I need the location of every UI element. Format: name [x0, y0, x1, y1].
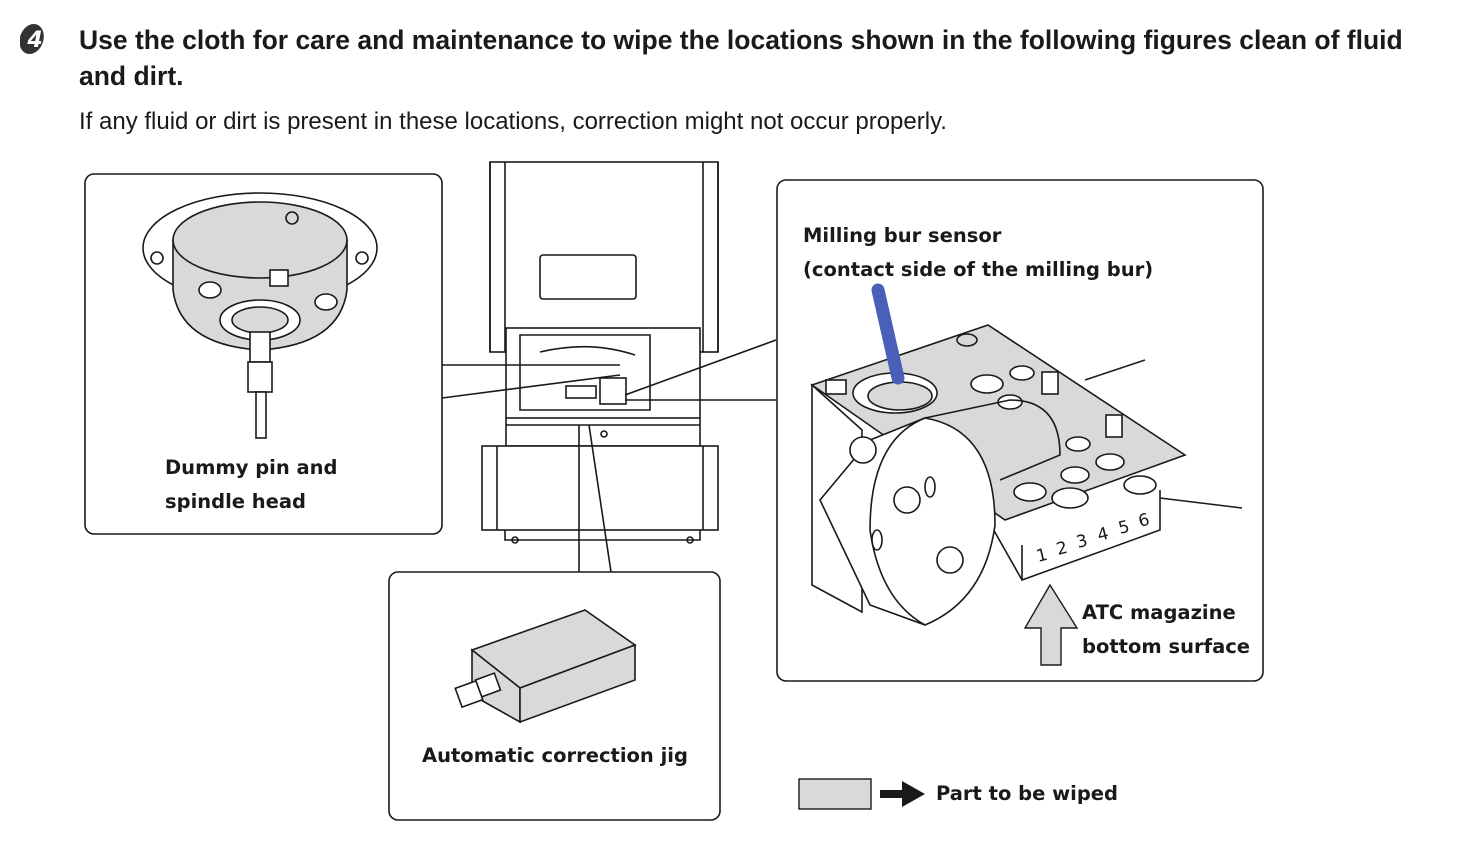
magazine-slot-number: 3 [1074, 531, 1089, 553]
magazine-slot-number: 1 [1034, 545, 1049, 567]
legend-label: Part to be wiped [936, 782, 1118, 805]
atc-magazine-illustration [810, 324, 1243, 626]
step-number-badge: 4 [20, 24, 44, 54]
legend-swatch [798, 778, 872, 810]
label-dummy-pin-line2: spindle head [165, 490, 306, 513]
arrow-up-icon [1023, 583, 1079, 666]
magazine-slot-numbers: 1 2 3 4 5 6 [1034, 510, 1151, 567]
step-number: 4 [26, 28, 42, 53]
correction-jig-illustration [454, 609, 637, 724]
arrow-right-icon [880, 781, 925, 807]
spindle-head-illustration [142, 192, 378, 439]
label-dummy-pin-line1: Dummy pin and [165, 456, 338, 479]
step-heading: Use the cloth for care and maintenance t… [79, 25, 1403, 91]
label-magazine-line1: ATC magazine [1082, 601, 1236, 624]
label-sensor-line1: Milling bur sensor [803, 224, 1002, 247]
step-subtext: If any fluid or dirt is present in these… [79, 108, 947, 135]
label-magazine-line2: bottom surface [1082, 635, 1250, 658]
label-sensor-line2: (contact side of the milling bur) [803, 258, 1153, 281]
magazine-slot-number: 4 [1095, 524, 1110, 546]
magazine-slot-number: 2 [1054, 538, 1069, 560]
magazine-slot-number: 5 [1116, 517, 1131, 539]
milling-machine-illustration [481, 161, 719, 544]
label-correction-jig: Automatic correction jig [422, 744, 688, 767]
milling-bur-sensor-pin [871, 283, 905, 385]
magazine-slot-number: 6 [1136, 510, 1151, 532]
